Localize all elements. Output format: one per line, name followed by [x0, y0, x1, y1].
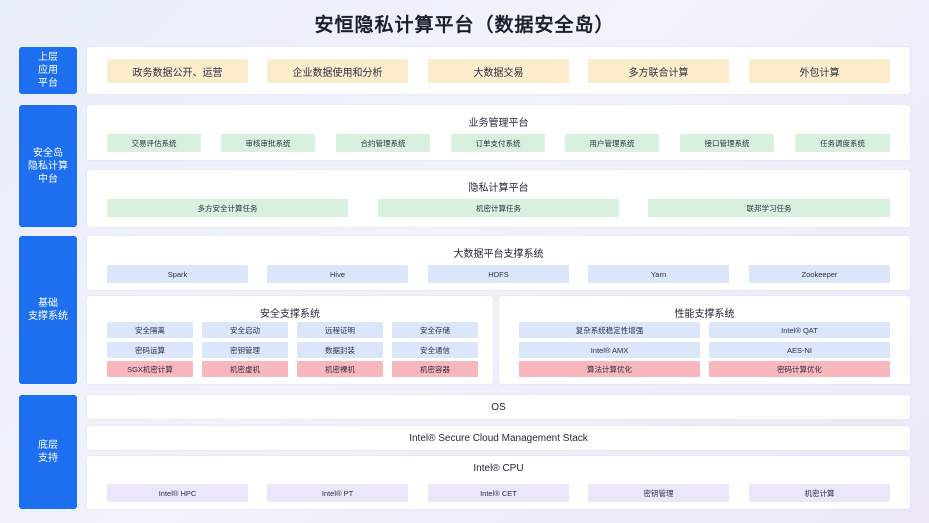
scms-panel: Intel® Secure Cloud Management Stack: [87, 426, 910, 450]
performance-item: Intel® QAT: [709, 322, 890, 338]
app-item: 企业数据使用和分析: [267, 59, 408, 83]
security-item: 密钥管理: [202, 342, 288, 358]
business-item: 交易评估系统: [107, 134, 201, 152]
business-title: 业务管理平台: [468, 118, 529, 129]
layer-label-middle: 安全岛 隐私计算 中台: [19, 105, 77, 227]
business-item: 用户管理系统: [565, 134, 659, 152]
cpu-item: 密钥管理: [588, 484, 729, 502]
business-item: 任务调度系统: [795, 134, 890, 152]
app-item: 政务数据公开、运营: [107, 59, 248, 83]
security-item: 数据封装: [297, 342, 383, 358]
cpu-item: Intel® PT: [267, 484, 408, 502]
privacy-item: 联邦学习任务: [648, 199, 890, 217]
business-panel: 业务管理平台 交易评估系统 审核审批系统 合约管理系统 订单支付系统 用户管理系…: [87, 105, 910, 160]
bigdata-item: HDFS: [428, 265, 569, 283]
security-item: 远程证明: [297, 322, 383, 338]
cpu-panel: Intel® CPU Intel® HPC Intel® PT Intel® C…: [87, 456, 910, 509]
privacy-item: 多方安全计算任务: [107, 199, 348, 217]
app-panel: 政务数据公开、运营 企业数据使用和分析 大数据交易 多方联合计算 外包计算: [87, 47, 910, 94]
performance-item: 复杂系统稳定性增强: [519, 322, 700, 338]
business-item: 接口管理系统: [680, 134, 774, 152]
security-title: 安全支撑系统: [260, 309, 320, 320]
bigdata-item: Yarn: [588, 265, 729, 283]
layer-label-app: 上层 应用 平台: [19, 47, 77, 94]
security-item: SGX机密计算: [107, 361, 193, 377]
cpu-item: 机密计算: [749, 484, 890, 502]
layer-label-bottom: 底层 支持: [19, 395, 77, 509]
security-panel: 安全支撑系统 安全隔离 安全启动 远程证明 安全存储 密码运算 密钥管理 数据封…: [87, 296, 493, 384]
business-item: 订单支付系统: [451, 134, 545, 152]
performance-panel: 性能支撑系统 复杂系统稳定性增强 Intel® QAT Intel® AMX A…: [499, 296, 910, 384]
bigdata-panel: 大数据平台支撑系统 Spark Hive HDFS Yarn Zookeeper: [87, 236, 910, 290]
performance-item: 算法计算优化: [519, 361, 700, 377]
app-item: 多方联合计算: [588, 59, 729, 83]
privacy-item: 机密计算任务: [378, 199, 619, 217]
app-item: 大数据交易: [428, 59, 569, 83]
security-item: 机密裸机: [297, 361, 383, 377]
bigdata-item: Zookeeper: [749, 265, 890, 283]
cpu-item: Intel® CET: [428, 484, 569, 502]
security-item: 安全启动: [202, 322, 288, 338]
page-title: 安恒隐私计算平台（数据安全岛）: [314, 15, 615, 36]
bigdata-item: Spark: [107, 265, 248, 283]
cpu-title: Intel® CPU: [473, 463, 524, 474]
security-item: 机密虚机: [202, 361, 288, 377]
security-item: 安全隔离: [107, 322, 193, 338]
layer-label-infra: 基础 支撑系统: [19, 236, 77, 384]
business-item: 审核审批系统: [221, 134, 315, 152]
bigdata-title: 大数据平台支撑系统: [453, 249, 544, 260]
performance-item: AES-NI: [709, 342, 890, 358]
performance-title: 性能支撑系统: [674, 309, 735, 320]
app-item: 外包计算: [749, 59, 890, 83]
privacy-title: 隐私计算平台: [468, 183, 529, 194]
security-item: 密码运算: [107, 342, 193, 358]
business-item: 合约管理系统: [336, 134, 430, 152]
cpu-item: Intel® HPC: [107, 484, 248, 502]
security-item: 机密容器: [392, 361, 478, 377]
privacy-panel: 隐私计算平台 多方安全计算任务 机密计算任务 联邦学习任务: [87, 170, 910, 227]
performance-item: 密码计算优化: [709, 361, 890, 377]
security-item: 安全存储: [392, 322, 478, 338]
bigdata-item: Hive: [267, 265, 408, 283]
security-item: 安全通信: [392, 342, 478, 358]
os-panel: OS: [87, 395, 910, 419]
performance-item: Intel® AMX: [519, 342, 700, 358]
